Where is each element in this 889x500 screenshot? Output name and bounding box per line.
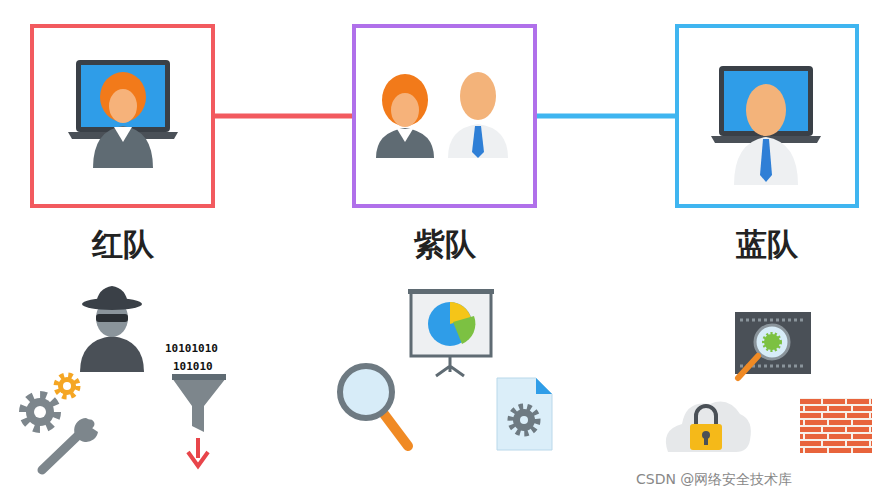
presentation-icon	[408, 289, 494, 376]
brick-wall-icon	[800, 398, 872, 453]
link-line	[215, 114, 352, 119]
spy-icon	[80, 286, 144, 372]
magnifier-icon	[340, 366, 408, 446]
document-icon	[497, 378, 552, 450]
binary-text: 101010	[173, 360, 213, 373]
team-name: 红队	[92, 224, 154, 266]
link-line	[537, 114, 675, 119]
binary-text: 10101010	[165, 342, 218, 355]
team-box: 紫队	[352, 24, 537, 208]
funnel-icon	[172, 374, 226, 466]
purple-people	[376, 72, 508, 158]
team-name: 紫队	[414, 224, 476, 266]
gears-icon	[24, 376, 98, 470]
team-name: 蓝队	[736, 224, 798, 266]
blue-laptop	[711, 66, 821, 185]
red-laptop	[68, 60, 178, 168]
cloud-lock-icon	[666, 402, 751, 452]
team-box: 红队	[30, 24, 215, 208]
watermark: CSDN @网络安全技术库	[636, 471, 792, 489]
server-icon	[735, 312, 811, 378]
team-box: 蓝队	[675, 24, 859, 208]
